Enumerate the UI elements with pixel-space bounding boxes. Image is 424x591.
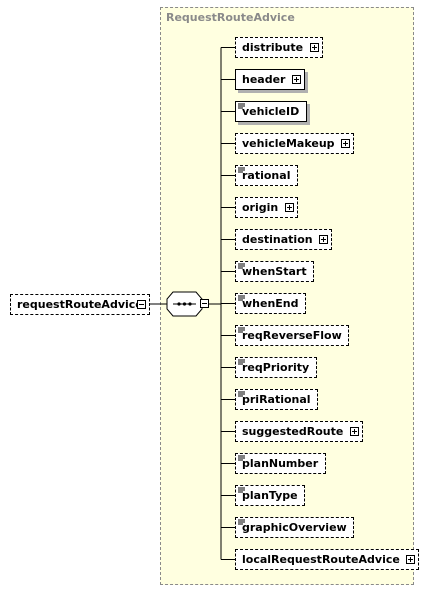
child-element-priRational[interactable]: priRational <box>235 389 318 410</box>
child-element-label: reqReverseFlow <box>242 329 342 342</box>
child-element-reqPriority[interactable]: reqPriority <box>235 357 317 378</box>
child-element-origin[interactable]: origin <box>235 197 298 218</box>
sequence-compositor[interactable] <box>165 291 215 317</box>
child-element-graphicOverview[interactable]: graphicOverview <box>235 517 354 538</box>
child-element-label: priRational <box>242 393 311 406</box>
child-element-label: graphicOverview <box>242 521 347 534</box>
child-element-vehicleMakeup[interactable]: vehicleMakeup <box>235 133 354 154</box>
expand-plus-icon[interactable] <box>285 203 294 212</box>
child-element-header[interactable]: header <box>235 69 305 90</box>
simple-content-lines-icon <box>238 263 245 269</box>
root-element-requestRouteAdvice[interactable]: requestRouteAdvice <box>10 294 150 315</box>
child-element-label: vehicleMakeup <box>242 137 335 150</box>
simple-content-lines-icon <box>238 519 245 525</box>
collapse-minus-icon[interactable] <box>137 300 146 309</box>
child-element-localRequestRouteAdvice[interactable]: localRequestRouteAdvice <box>235 549 419 570</box>
expand-plus-icon[interactable] <box>310 43 319 52</box>
child-element-vehicleID[interactable]: vehicleID <box>235 101 307 122</box>
child-element-label: vehicleID <box>242 105 300 118</box>
sequence-dot-2 <box>182 302 187 306</box>
child-element-label: reqPriority <box>242 361 310 374</box>
simple-content-lines-icon <box>238 359 245 365</box>
child-element-label: distribute <box>242 41 304 54</box>
sequence-dot-1 <box>177 302 181 306</box>
child-element-label: destination <box>242 233 313 246</box>
expand-plus-icon[interactable] <box>406 555 415 564</box>
child-element-distribute[interactable]: distribute <box>235 37 323 58</box>
root-element-label: requestRouteAdvice <box>17 298 143 311</box>
child-element-whenStart[interactable]: whenStart <box>235 261 314 282</box>
child-element-suggestedRoute[interactable]: suggestedRoute <box>235 421 363 442</box>
child-element-label: suggestedRoute <box>242 425 344 438</box>
child-element-reqReverseFlow[interactable]: reqReverseFlow <box>235 325 349 346</box>
child-element-label: planNumber <box>242 457 319 470</box>
child-element-label: header <box>242 73 286 86</box>
child-element-label: rational <box>242 169 291 182</box>
expand-plus-icon[interactable] <box>319 235 328 244</box>
expand-plus-icon[interactable] <box>292 75 301 84</box>
simple-content-lines-icon <box>238 295 245 301</box>
child-element-rational[interactable]: rational <box>235 165 298 186</box>
expand-plus-icon[interactable] <box>341 139 350 148</box>
child-element-label: origin <box>242 201 279 214</box>
simple-content-lines-icon <box>238 103 245 109</box>
simple-content-lines-icon <box>238 327 245 333</box>
simple-content-lines-icon <box>238 487 245 493</box>
child-element-planType[interactable]: planType <box>235 485 305 506</box>
child-element-planNumber[interactable]: planNumber <box>235 453 326 474</box>
child-element-label: localRequestRouteAdvice <box>242 553 400 566</box>
simple-content-lines-icon <box>238 455 245 461</box>
child-element-label: planType <box>242 489 298 502</box>
child-element-destination[interactable]: destination <box>235 229 332 250</box>
sequence-dot-3 <box>188 302 192 306</box>
child-element-label: whenStart <box>242 265 307 278</box>
complex-type-title: RequestRouteAdvice <box>166 11 295 24</box>
child-element-label: whenEnd <box>242 297 299 310</box>
expand-plus-icon[interactable] <box>350 427 359 436</box>
simple-content-lines-icon <box>238 391 245 397</box>
child-element-whenEnd[interactable]: whenEnd <box>235 293 306 314</box>
compositor-collapse-minus-icon[interactable] <box>200 299 209 308</box>
simple-content-lines-icon <box>238 167 245 173</box>
